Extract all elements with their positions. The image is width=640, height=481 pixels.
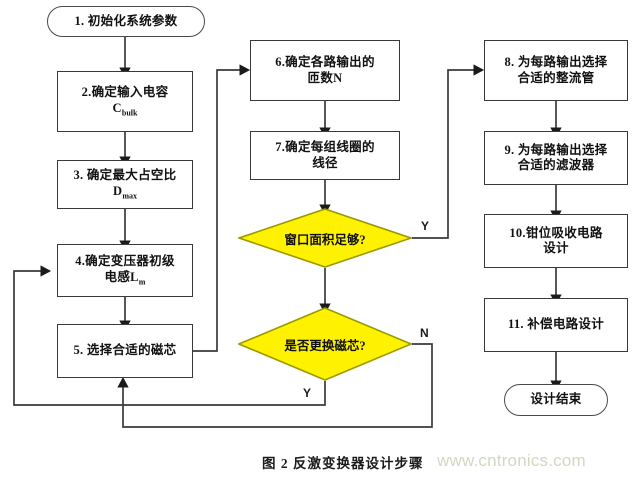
figure-caption: 图 2 反激变换器设计步骤 — [262, 456, 424, 471]
node-step-11-label: 11. 补偿电路设计 — [507, 317, 605, 332]
node-step-6[interactable]: 6.确定各路输出的 匝数N — [250, 40, 400, 101]
node-step-2-symbol: C — [112, 100, 122, 115]
node-step-4[interactable]: 4.确定变压器初级 电感Lm — [57, 244, 193, 297]
edge-dec1-yes-to-8 — [412, 64, 485, 239]
node-step-7-line1: 7.确定每组线圈的 — [275, 140, 375, 155]
node-step-7[interactable]: 7.确定每组线圈的 线径 — [250, 131, 400, 180]
node-step-9-line1: 9. 为每路输出选择 — [504, 142, 608, 157]
node-step-3[interactable]: 3. 确定最大占空比 Dmax — [57, 160, 193, 209]
node-decision-1[interactable]: 窗口面积足够? — [238, 208, 412, 268]
node-step-10-line2: 设计 — [543, 241, 569, 255]
node-step-8[interactable]: 8. 为每路输出选择 合适的整流管 — [484, 40, 628, 101]
node-decision-1-label: 窗口面积足够? — [284, 232, 366, 247]
node-step-6-line2: 匝数N — [307, 70, 343, 85]
node-step-3-subscript: max — [122, 191, 137, 200]
edge-5-to-6 — [193, 64, 251, 352]
node-step-2-line1: 2.确定输入电容 — [81, 85, 169, 100]
node-step-2[interactable]: 2.确定输入电容 Cbulk — [57, 71, 193, 132]
node-step-2-subscript: bulk — [121, 108, 138, 117]
node-decision-2[interactable]: 是否更换磁芯? — [238, 307, 412, 381]
node-step-10-line1: 10.钳位吸收电路 — [509, 225, 603, 240]
branch-label-dec2-yes: Y — [303, 386, 312, 400]
node-step-4-line2: 电感Lm — [75, 270, 175, 287]
node-step-9-line2: 合适的滤波器 — [517, 158, 595, 172]
watermark: www.cntronics.com — [437, 451, 586, 470]
node-step-5[interactable]: 5. 选择合适的磁芯 — [57, 324, 193, 378]
node-step-4-symbol: 电感L — [104, 269, 139, 284]
node-step-3-symbol: D — [112, 183, 123, 198]
node-start-label: 1. 初始化系统参数 — [74, 13, 178, 28]
branch-label-dec2-no: N — [420, 326, 429, 340]
node-end-label: 设计结束 — [530, 392, 582, 407]
node-decision-2-label: 是否更换磁芯? — [284, 338, 366, 353]
node-step-6-line1: 6.确定各路输出的 — [275, 55, 375, 70]
node-step-8-line2: 合适的整流管 — [517, 70, 595, 85]
node-step-5-label: 5. 选择合适的磁芯 — [73, 343, 177, 358]
node-step-8-line1: 8. 为每路输出选择 — [504, 55, 608, 70]
branch-label-dec1-yes: Y — [421, 219, 430, 233]
node-step-7-line2: 线径 — [312, 155, 338, 170]
node-step-3-line2: Dmax — [73, 184, 176, 201]
node-step-2-line2: Cbulk — [82, 101, 169, 118]
node-step-10[interactable]: 10.钳位吸收电路 设计 — [484, 214, 628, 268]
node-step-4-subscript: m — [138, 277, 146, 286]
node-start[interactable]: 1. 初始化系统参数 — [47, 6, 205, 37]
node-step-9[interactable]: 9. 为每路输出选择 合适的滤波器 — [484, 131, 628, 185]
node-step-11[interactable]: 11. 补偿电路设计 — [484, 298, 628, 352]
node-step-3-line1: 3. 确定最大占空比 — [73, 168, 177, 183]
node-step-4-line1: 4.确定变压器初级 — [75, 254, 175, 269]
node-end[interactable]: 设计结束 — [504, 384, 608, 416]
